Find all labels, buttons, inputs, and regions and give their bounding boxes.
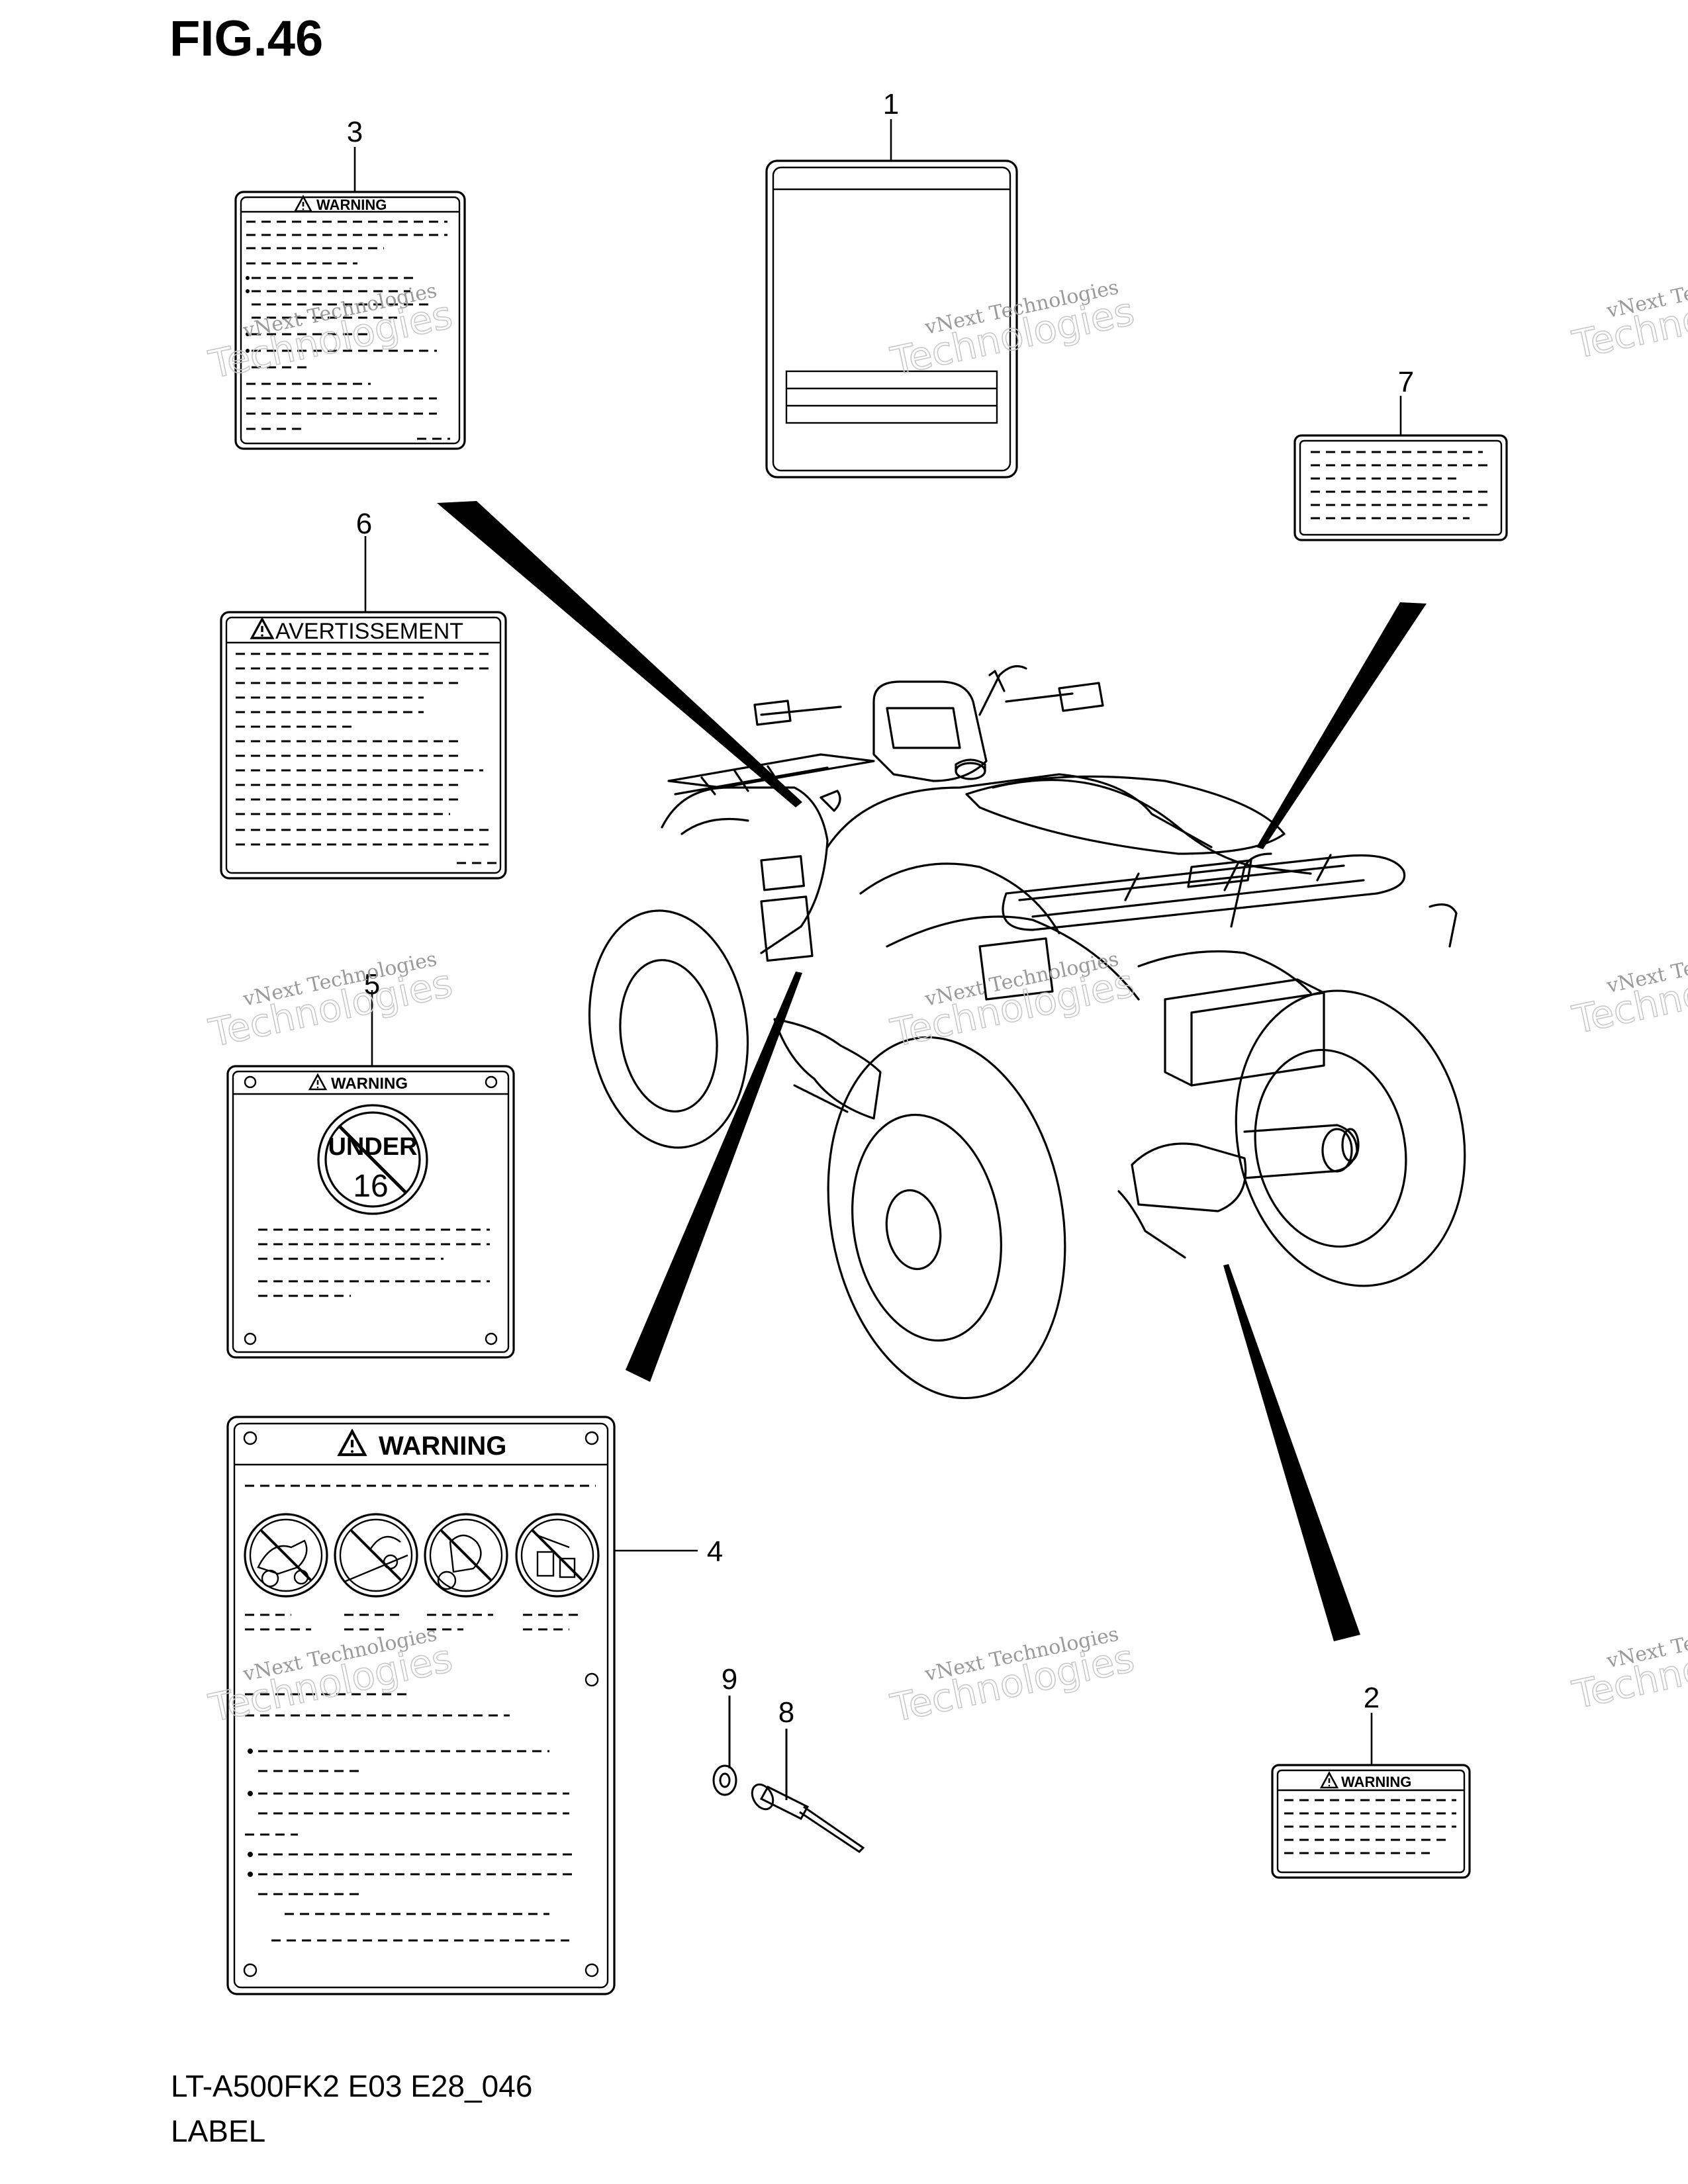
- label-3: WARNING: [234, 191, 466, 450]
- part-8-rivet: [751, 1729, 865, 1853]
- age-text: 16: [353, 1169, 388, 1204]
- callout-6: 6: [356, 508, 372, 540]
- callout-9: 9: [722, 1663, 737, 1696]
- callout-2: 2: [1364, 1682, 1380, 1714]
- label-3-text-lines: [246, 220, 450, 440]
- callout-8: 8: [778, 1696, 794, 1729]
- warning-triangle-icon: [308, 1073, 327, 1091]
- label-7: [1293, 434, 1508, 541]
- watermarks: vNext Technologies Technologies vNext Te…: [205, 259, 1688, 1731]
- warning-triangle-icon: [1320, 1772, 1338, 1789]
- callout-3: 3: [347, 116, 363, 148]
- footer-model: LT-A500FK2 E03 E28_046: [171, 2069, 532, 2103]
- prohibition-icon: [334, 1513, 418, 1598]
- label-3-heading: WARNING: [316, 197, 387, 213]
- part-9-washer: [712, 1696, 737, 1796]
- label-2-heading: WARNING: [1341, 1774, 1411, 1790]
- label-2: WARNING: [1271, 1764, 1471, 1879]
- label-4-pictograms: [244, 1513, 600, 1598]
- warning-triangle-icon: [340, 1432, 365, 1455]
- label-5-heading: WARNING: [331, 1075, 408, 1093]
- footer-section: LABEL: [171, 2114, 265, 2148]
- label-6-text-lines: [236, 653, 496, 864]
- warning-triangle-icon: [294, 195, 312, 212]
- prohibition-icon: [424, 1513, 508, 1598]
- figure-title: FIG.46: [169, 11, 323, 67]
- label-4: WARNING: [226, 1416, 616, 1995]
- warning-triangle-icon: [250, 617, 274, 639]
- callout-4: 4: [707, 1535, 723, 1568]
- callout-7: 7: [1398, 366, 1414, 398]
- label-4-text-lines: [245, 1614, 583, 1942]
- prohibition-icon: [244, 1513, 328, 1598]
- label-4-heading: WARNING: [379, 1432, 506, 1461]
- callout-1: 1: [883, 88, 899, 120]
- under-text: UNDER: [328, 1133, 417, 1161]
- label-6: AVERTISSEMENT: [220, 611, 507, 880]
- prohibition-icon: [317, 1104, 428, 1215]
- label-6-heading: AVERTISSEMENT: [275, 619, 463, 644]
- label-5: WARNING UNDER 16: [226, 1065, 515, 1359]
- leader-wedges: [437, 501, 1427, 1641]
- callout-leaders: [353, 119, 1402, 1765]
- callout-5: 5: [364, 968, 380, 1001]
- atv-illustration: [588, 665, 1466, 1400]
- prohibition-icon: [515, 1513, 600, 1598]
